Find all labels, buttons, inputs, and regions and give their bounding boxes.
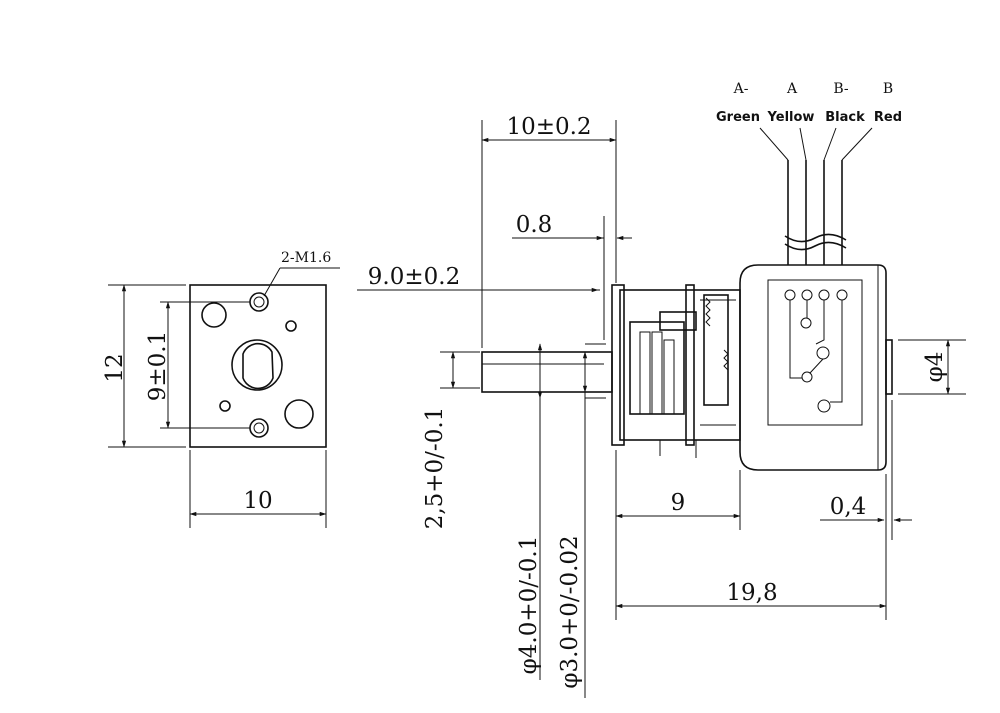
exposed-shaft-label: 9.0±0.2 [368, 264, 460, 290]
wire-color-black: Black [825, 110, 865, 125]
wire-color-green: Green [716, 110, 760, 125]
large-hole-right [284, 399, 314, 429]
mount-hole-bottom [249, 418, 269, 438]
output-shaft [481, 351, 613, 393]
rear-gap-label: 0,4 [830, 494, 867, 520]
wire-pin-b: B [883, 81, 893, 97]
boss-dia-label: φ4.0+0/-0.1 [516, 536, 542, 675]
terminal-board [767, 279, 863, 426]
wire-color-red: Red [874, 110, 902, 125]
front-face-outline [189, 284, 327, 448]
flat-dim-label: 2,5+0/-0.1 [422, 407, 448, 530]
shaft-d-flat [242, 342, 274, 390]
rear-boss-dia-label: φ4 [922, 352, 948, 383]
rear-boss [885, 339, 893, 395]
wire-pin-a: A [786, 81, 798, 97]
thread-label: 2-M1.6 [281, 250, 331, 266]
small-hole-left [219, 400, 231, 412]
wire-pin-b-minus: B- [833, 81, 849, 97]
shaft-length-label: 10±0.2 [506, 114, 591, 140]
height-dim-label: 12 [102, 353, 128, 382]
plate-thickness-label: 0.8 [516, 212, 553, 238]
small-hole-right [285, 320, 297, 332]
shaft-boss [231, 339, 283, 391]
wire-color-yellow: Yellow [767, 110, 815, 125]
shaft-dia-label: φ3.0+0/-0.02 [557, 535, 583, 688]
large-hole-left [201, 302, 227, 328]
gearbox-dim-label: 9 [671, 490, 686, 516]
gearbox-housing [619, 289, 741, 441]
mount-hole-top [249, 292, 269, 312]
front-view: 2-M1.6 12 9±0.1 10 [102, 250, 340, 528]
hole-spacing-label: 9±0.1 [145, 331, 171, 401]
side-view: A- A B- B Green Yellow Black Red [357, 81, 966, 698]
total-length-label: 19,8 [726, 580, 777, 606]
width-dim-label: 10 [243, 488, 272, 514]
wire-pin-a-minus: A- [733, 81, 749, 97]
motor-body [739, 264, 887, 471]
